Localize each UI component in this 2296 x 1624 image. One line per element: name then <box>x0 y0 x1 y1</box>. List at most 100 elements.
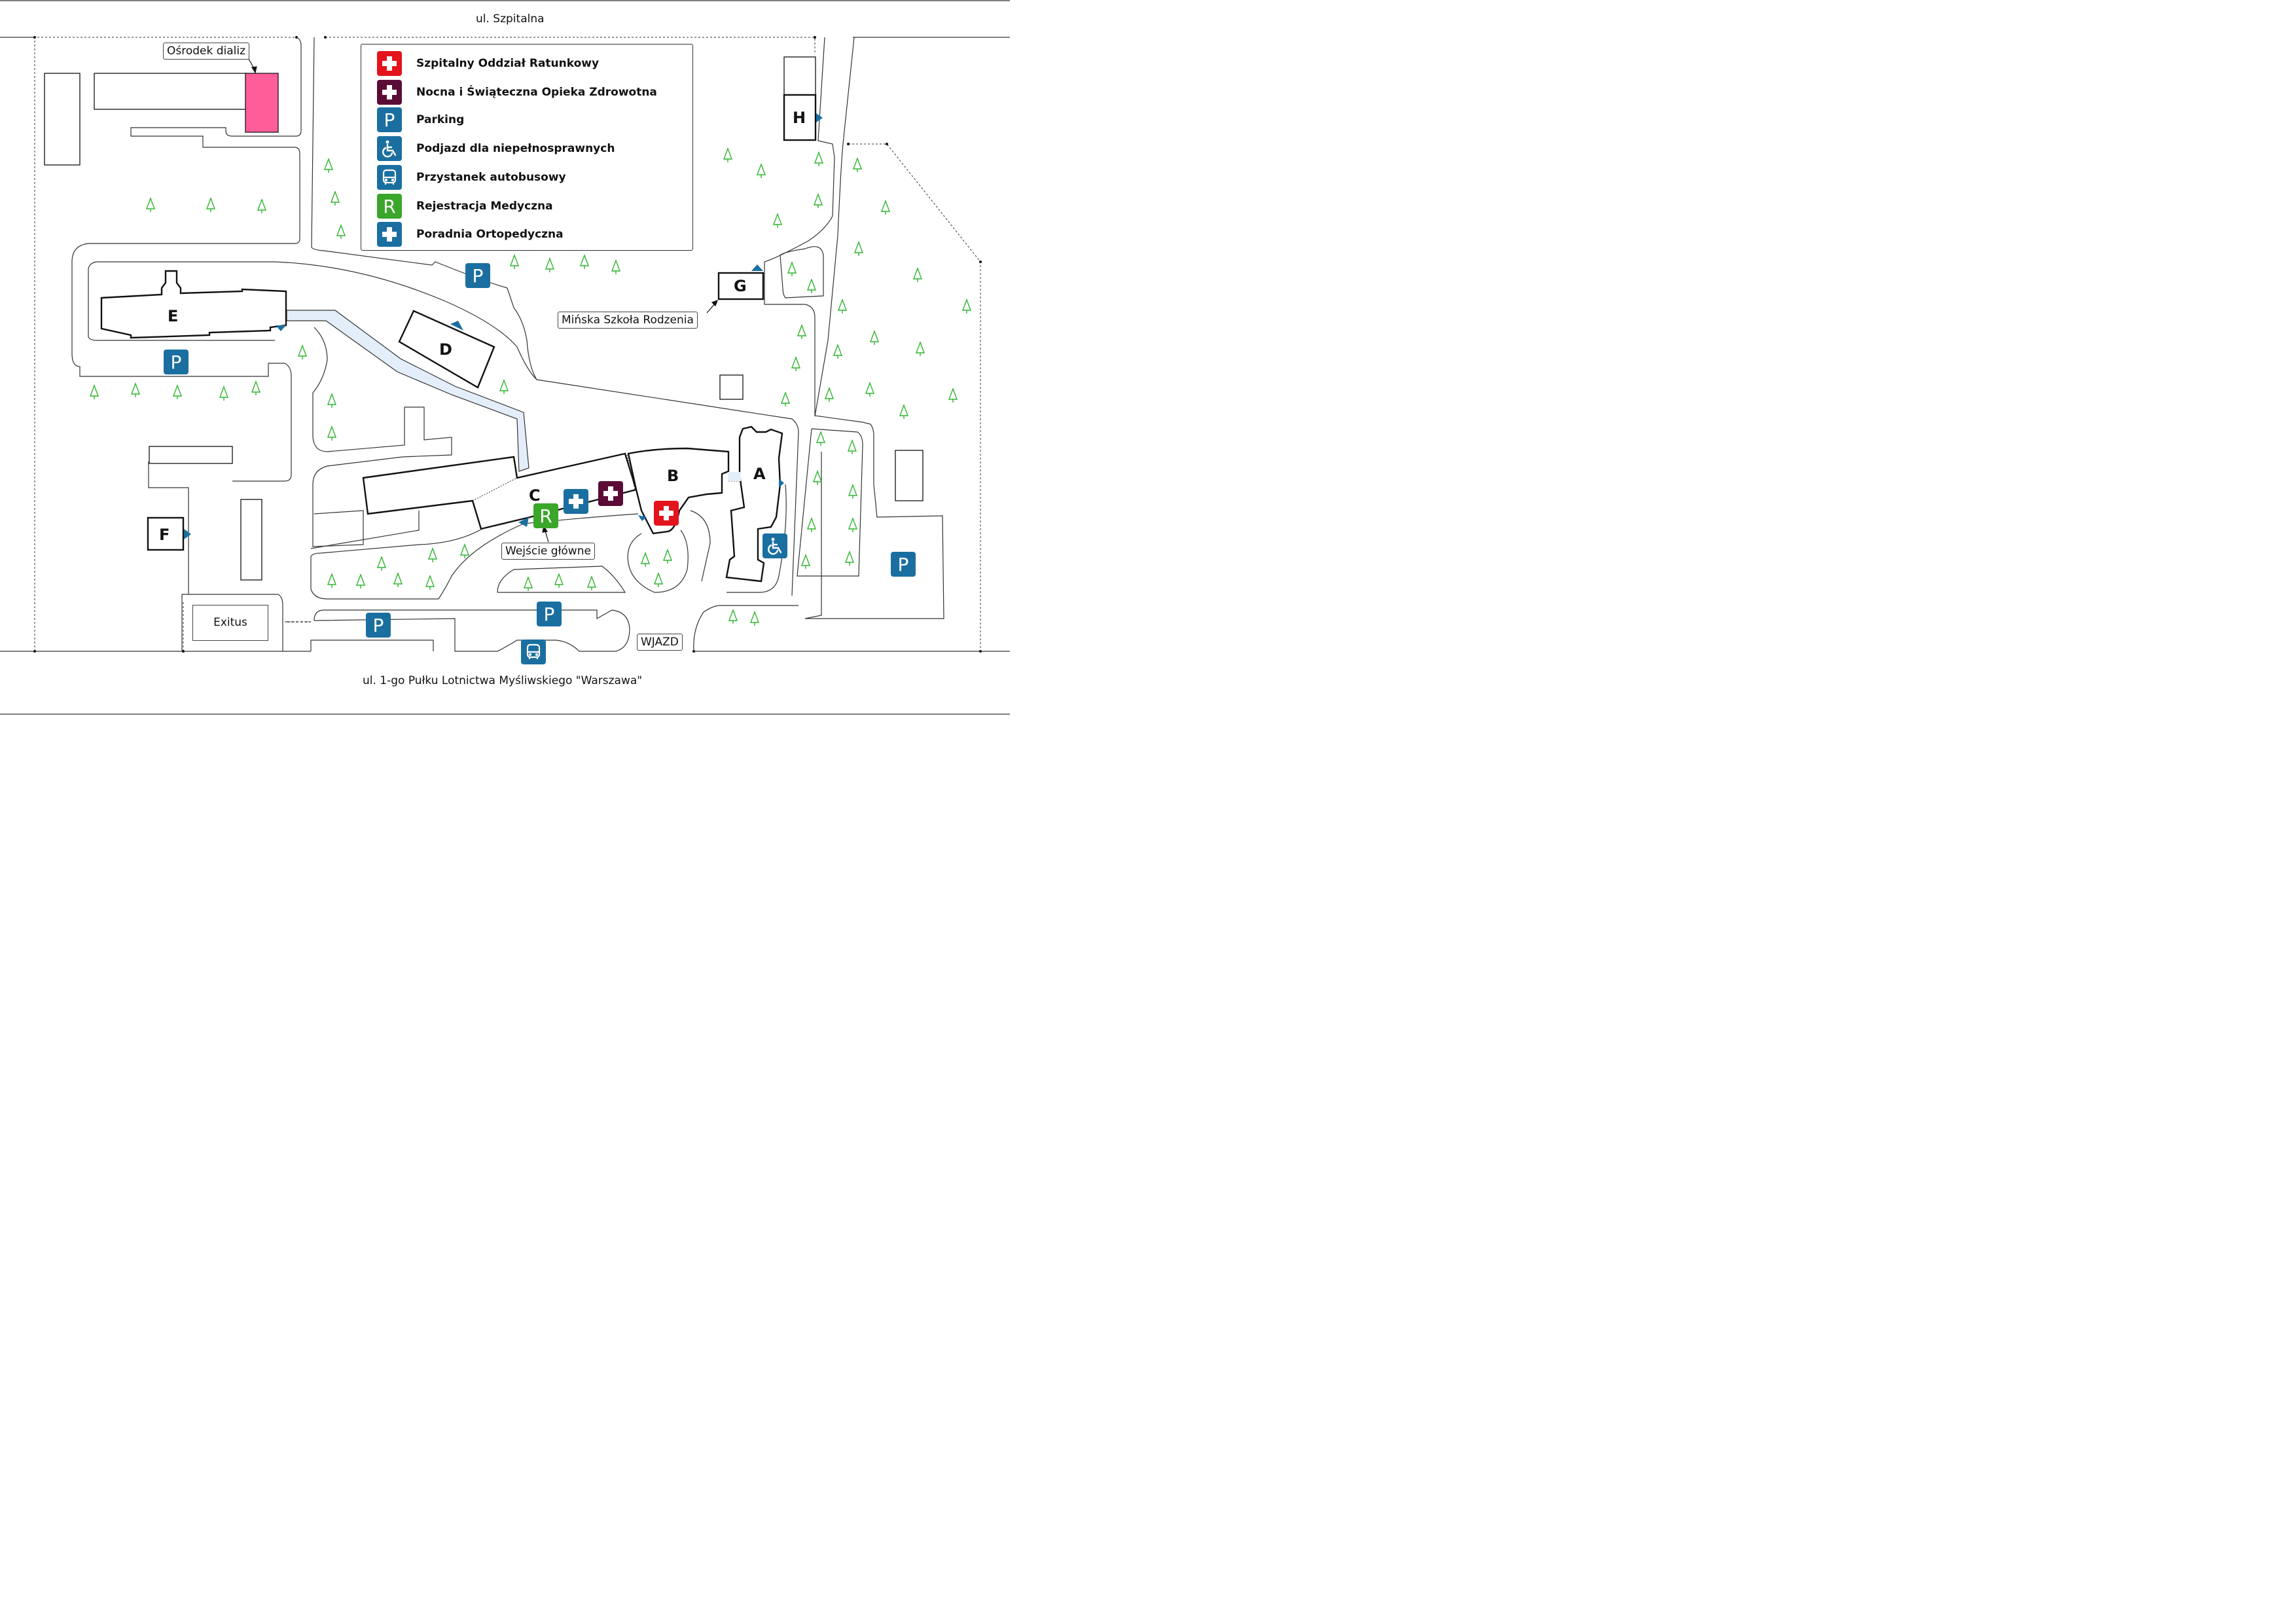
hospital-site-map <box>0 0 1010 715</box>
exitus-label: Exitus <box>213 616 247 629</box>
tree-icon <box>780 391 791 406</box>
parking-pin-d: P <box>465 263 490 288</box>
registration-r-icon: R <box>377 194 402 219</box>
covered-corridor <box>286 310 529 472</box>
building-f-label: F <box>159 526 170 544</box>
tree-icon <box>756 163 766 178</box>
building-g-label: G <box>734 277 747 295</box>
street-north-label: ul. Szpitalna <box>476 12 545 26</box>
parking-icon: P <box>377 107 402 132</box>
tree-icon <box>297 344 308 359</box>
legend-label: Szpitalny Oddział Ratunkowy <box>416 57 600 70</box>
tree-icon <box>327 393 337 408</box>
legend-label: Parking <box>416 113 465 126</box>
tree-icon <box>662 549 673 564</box>
tree-icon <box>869 330 880 345</box>
tree-icon <box>848 517 858 532</box>
emergency-pin <box>654 501 679 526</box>
tree-icon <box>206 197 216 212</box>
tree-icon <box>791 356 801 371</box>
tree-icon <box>772 213 783 228</box>
dialysis-callout: Ośrodek dializ <box>163 43 250 60</box>
frame-lines <box>0 0 1010 715</box>
tree-icon <box>257 198 267 213</box>
orthopedic-cross-icon <box>569 494 583 509</box>
wheelchair-icon <box>768 537 782 555</box>
tree-icon <box>425 575 435 590</box>
parking-pin-e: P <box>164 350 188 374</box>
tree-icon <box>837 298 848 314</box>
tree-icon <box>579 254 590 269</box>
tree-icon <box>554 573 564 588</box>
tree-icon <box>327 425 337 441</box>
building-h <box>783 94 817 141</box>
building-d <box>398 310 495 389</box>
night-care-pin <box>598 481 623 506</box>
parking-pin-south-center: P <box>537 602 562 626</box>
map-legend: Szpitalny Oddział Ratunkowy Nocna i Świą… <box>361 44 693 251</box>
parking-letter: P <box>543 603 555 625</box>
tree-icon <box>545 257 555 272</box>
legend-label: Podjazd dla niepełnosprawnych <box>416 142 615 155</box>
dialysis-building <box>245 73 279 133</box>
tree-icon <box>336 224 346 239</box>
emergency-cross-icon <box>377 51 402 76</box>
legend-item-night-care: Nocna i Świąteczna Opieka Zdrowotna <box>377 80 657 105</box>
buildings <box>44 56 924 581</box>
tree-icon <box>880 200 891 215</box>
street-south-label: ul. 1-go Pułku Lotnictwa Myśliwskiego "W… <box>363 674 643 687</box>
orthopedic-cross-icon <box>377 222 402 247</box>
exitus-building: Exitus <box>192 605 268 641</box>
tree-icon <box>653 572 664 587</box>
tree-icon <box>376 556 387 571</box>
building-a <box>725 425 783 583</box>
tree-icon <box>723 147 733 162</box>
tree-icon <box>459 543 470 558</box>
tree-icon <box>865 382 875 397</box>
registration-letter: R <box>383 195 396 217</box>
legend-item-emergency: Szpitalny Oddział Ratunkowy <box>377 51 599 76</box>
tree-icon <box>852 157 863 172</box>
legend-label: Nocna i Świąteczna Opieka Zdrowotna <box>416 86 657 99</box>
legend-label: Przystanek autobusowy <box>416 171 566 184</box>
tree-icon <box>814 151 824 166</box>
tree-icon <box>523 576 533 591</box>
tree-icon <box>640 552 651 567</box>
tree-icon <box>961 298 972 314</box>
emergency-cross-icon <box>659 506 673 520</box>
building-d-label: D <box>439 340 452 359</box>
bus-icon <box>377 165 402 190</box>
tree-icon <box>251 380 261 395</box>
building-b <box>627 447 730 535</box>
building-c-label: C <box>529 486 541 505</box>
legend-label: Poradnia Ortopedyczna <box>416 228 564 241</box>
building-f <box>147 516 185 551</box>
legend-item-parking: P Parking <box>377 107 464 132</box>
bus-icon <box>526 643 541 659</box>
tree-icon <box>912 267 923 282</box>
building-c <box>362 452 637 530</box>
tree-icon <box>145 197 156 212</box>
tree-icon <box>813 193 823 208</box>
parking-letter: P <box>897 553 909 575</box>
roads <box>71 37 944 652</box>
registration-letter: R <box>539 505 552 527</box>
tree-icon <box>816 431 826 446</box>
tree-icon <box>172 384 183 399</box>
tree-icon <box>797 324 807 339</box>
tree-icon <box>728 609 738 624</box>
legend-item-orthopedic: Poradnia Ortopedyczna <box>377 222 564 247</box>
tree-icon <box>848 484 858 499</box>
tree-icon <box>509 254 520 269</box>
tree-icon <box>853 241 864 256</box>
registration-pin: R <box>533 503 558 528</box>
night-care-cross-icon <box>603 486 618 501</box>
tree-icon <box>899 404 909 419</box>
skywalk-a-b <box>728 472 741 481</box>
birth-school-callout: Mińska Szkoła Rodzenia <box>558 312 698 329</box>
building-e <box>100 270 287 339</box>
tree-icon <box>323 158 334 173</box>
tree-icon <box>327 573 337 588</box>
parking-pin-south-west: P <box>366 613 391 638</box>
tree-icon <box>806 278 817 293</box>
